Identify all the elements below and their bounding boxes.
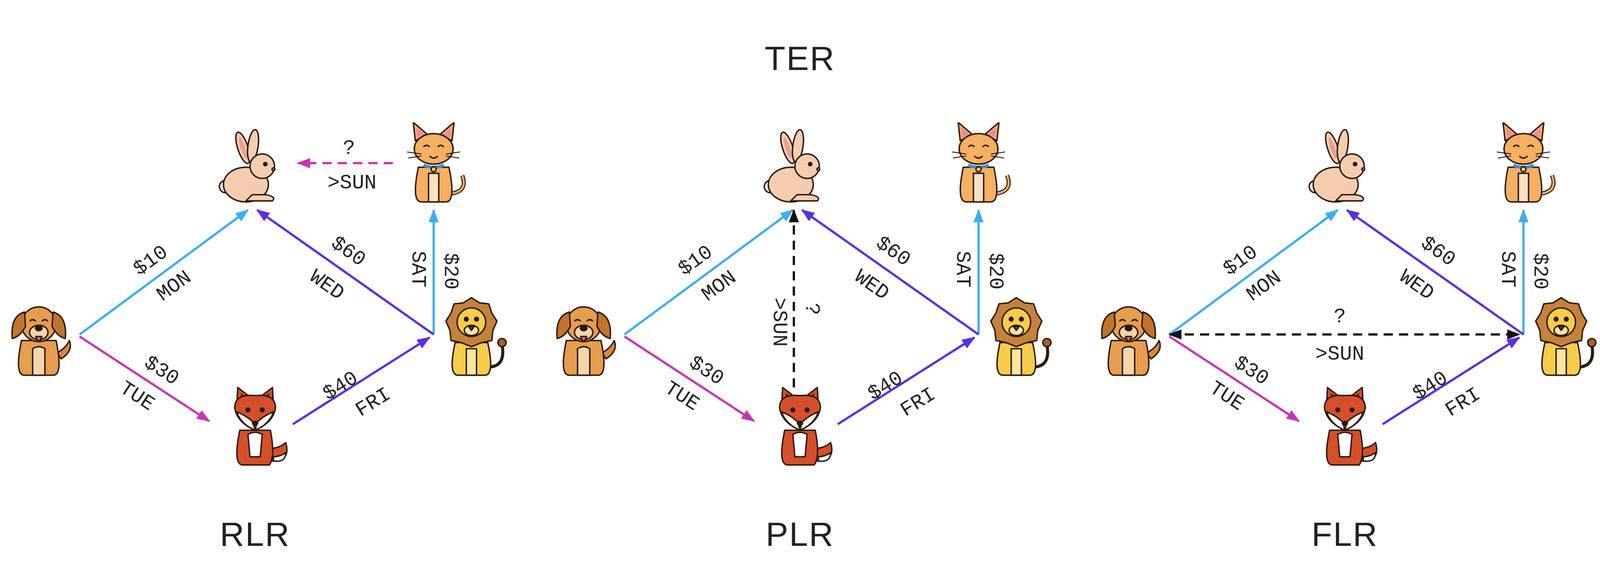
edge-label: $40 bbox=[864, 368, 907, 405]
edge-label: SAT bbox=[1497, 250, 1518, 288]
edge-label: $20 bbox=[1529, 252, 1551, 290]
panel-flr bbox=[1101, 122, 1596, 466]
edge-label: FRI bbox=[897, 384, 940, 422]
edge-label: $10 bbox=[675, 242, 717, 281]
edge-label: $30 bbox=[685, 353, 728, 391]
edge-label: WED bbox=[305, 266, 348, 305]
edge-label: $20 bbox=[439, 252, 461, 290]
edge-label: $20 bbox=[984, 252, 1006, 290]
edge-label: SAT bbox=[952, 250, 973, 288]
panel-name: RLR bbox=[219, 517, 291, 552]
panel-name: FLR bbox=[1311, 517, 1379, 552]
edge-label: MON bbox=[698, 267, 741, 307]
edge-label: SAT bbox=[407, 250, 428, 288]
query-label: >SUN bbox=[327, 173, 377, 195]
panel-plr bbox=[556, 122, 1051, 466]
edge-label: $40 bbox=[319, 368, 362, 405]
query-label: ? bbox=[1333, 307, 1346, 328]
edge-label: $40 bbox=[1409, 368, 1452, 405]
query-label: ? bbox=[342, 138, 356, 160]
edge-label: WED bbox=[1395, 266, 1437, 305]
panel-rlr bbox=[11, 122, 506, 466]
edge-label: $30 bbox=[1230, 353, 1273, 391]
edge-label: MON bbox=[153, 267, 196, 307]
query-label: >SUN bbox=[1315, 344, 1365, 366]
query-label: >SUN bbox=[768, 297, 789, 347]
edge-label: $10 bbox=[1219, 242, 1262, 281]
panel-name: PLR bbox=[765, 517, 835, 552]
diagram-title: TER bbox=[764, 41, 836, 75]
query-label: ? bbox=[800, 303, 822, 316]
edge-label: $10 bbox=[130, 242, 172, 281]
edge-label: FRI bbox=[1442, 384, 1485, 422]
edge-label: FRI bbox=[352, 384, 395, 422]
edge-label: WED bbox=[850, 266, 893, 305]
edge-label: MON bbox=[1243, 267, 1285, 307]
edge-label: $30 bbox=[140, 353, 183, 391]
